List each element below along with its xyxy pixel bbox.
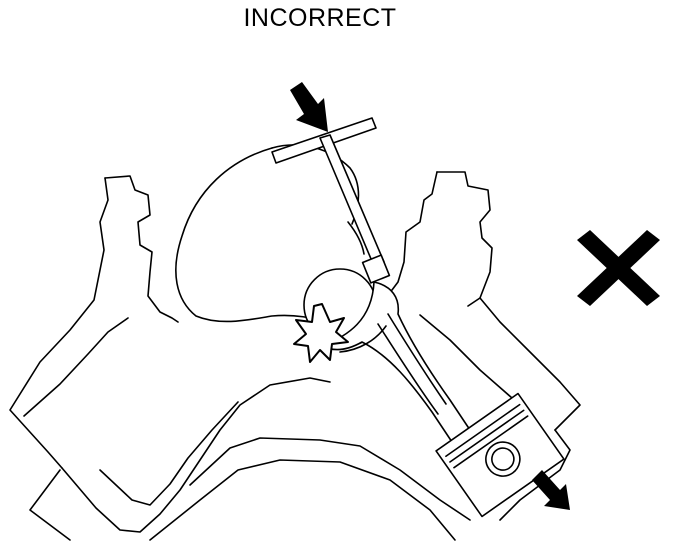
t-handle-tool bbox=[271, 117, 391, 284]
crankcase-block bbox=[29, 377, 571, 541]
right-cylinder-bank bbox=[391, 171, 581, 431]
piston bbox=[435, 392, 565, 518]
push-arrow-icon bbox=[290, 82, 328, 132]
impact-burst-icon bbox=[293, 303, 349, 363]
pull-arrow-icon bbox=[532, 470, 570, 510]
left-cylinder-bank bbox=[9, 175, 179, 469]
diagram-title: INCORRECT bbox=[243, 4, 397, 32]
x-mark-icon bbox=[577, 230, 660, 306]
